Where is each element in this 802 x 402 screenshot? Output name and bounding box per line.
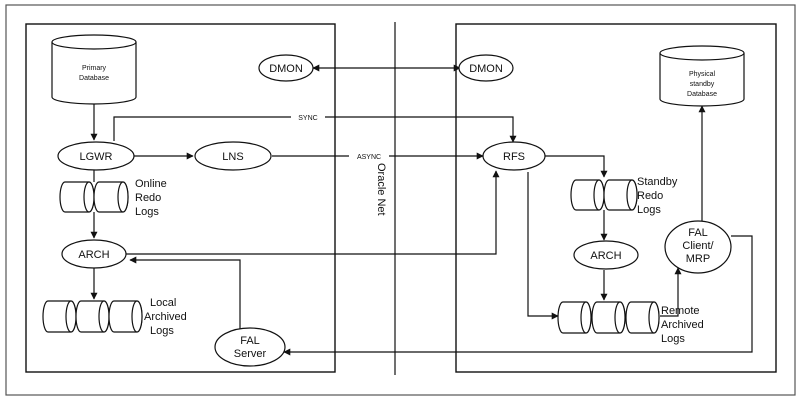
remote-archived-disk-icon-2 [591,301,626,334]
local-archived-label-line1: Local [150,297,176,309]
log-file-groups [42,179,660,334]
primary-database-label-line1: Primary [82,65,107,72]
fal-client-label-line3: MRP [686,253,710,265]
arch-to-rfs [126,170,500,255]
online-redo-label-line2: Redo [135,192,161,204]
fal-server-label-line2: Server [234,348,267,360]
rfs-to-standby-redo [545,155,608,178]
remote-archived-label-line3: Logs [661,333,685,345]
async-label: ASYNC [357,154,381,161]
remote-archived-label-line1: Remote [661,305,700,317]
rfs-to-remote-archived [527,172,559,320]
dmon-standby-label: DMON [469,63,503,75]
fal-server-to-arch [129,256,241,334]
dmon-primary-label: DMON [269,63,303,75]
standby-database-label-line1: Physical [689,71,716,78]
standby-database-label-line3: Database [687,91,717,98]
sync-label: SYNC [298,115,317,122]
oracle-net-label: Oracle Net [375,163,387,216]
dmon-standby-node [458,54,514,82]
remote-archived-label-line2: Archived [661,319,704,331]
online-redo-disk-icon-1 [59,181,95,213]
lgwr-label: LGWR [80,151,113,163]
dmon-primary-node [258,54,314,82]
outer-frame [5,4,796,396]
lgwr-node [57,141,135,171]
fal-server-label-line1: FAL [240,335,260,347]
online-redo-label-line1: Online [135,178,167,190]
arch-primary-label: ARCH [78,249,109,261]
fal-client-to-fal-server [283,235,753,356]
primary-database-icon [51,34,137,105]
arch-standby-node [573,240,639,270]
fal-server-node [214,327,286,367]
rfs-label: RFS [503,151,525,163]
sync-label-bg [291,112,325,122]
local-archived-disk-icon-2 [75,300,110,333]
local-archived-label-line3: Logs [150,325,174,337]
lns-label: LNS [222,151,243,163]
online-redo-disk-icon-2 [93,181,129,213]
remote-archived-disk-icon-3 [625,301,660,334]
standby-database-icon [659,45,745,107]
standby-redo-label-line2: Redo [637,190,663,202]
local-archived-label-line2: Archived [144,311,187,323]
fal-client-mrp-node [664,220,732,274]
lns-node [194,141,272,171]
fal-client-label-line1: FAL [688,227,708,239]
standby-redo-disk-icon-1 [570,179,605,211]
arch-standby-label: ARCH [590,250,621,262]
remote-archived-disk-icon-1 [557,301,592,334]
standby-redo-disk-icon-2 [603,179,638,211]
standby-database-label-line2: standby [690,81,715,88]
primary-database-label-line2: Database [79,75,109,82]
async-label-bg [349,151,389,161]
fal-client-label-line2: Client/ [682,240,714,252]
standby-redo-label-line3: Logs [637,204,661,216]
standby-redo-label-line1: Standby [637,176,678,188]
rfs-node [482,141,546,171]
local-archived-disk-icon-1 [42,300,77,333]
arch-primary-node [61,239,127,269]
local-archived-disk-icon-3 [108,300,143,333]
online-redo-label-line3: Logs [135,206,159,218]
remote-archived-to-fal-client [660,267,682,317]
